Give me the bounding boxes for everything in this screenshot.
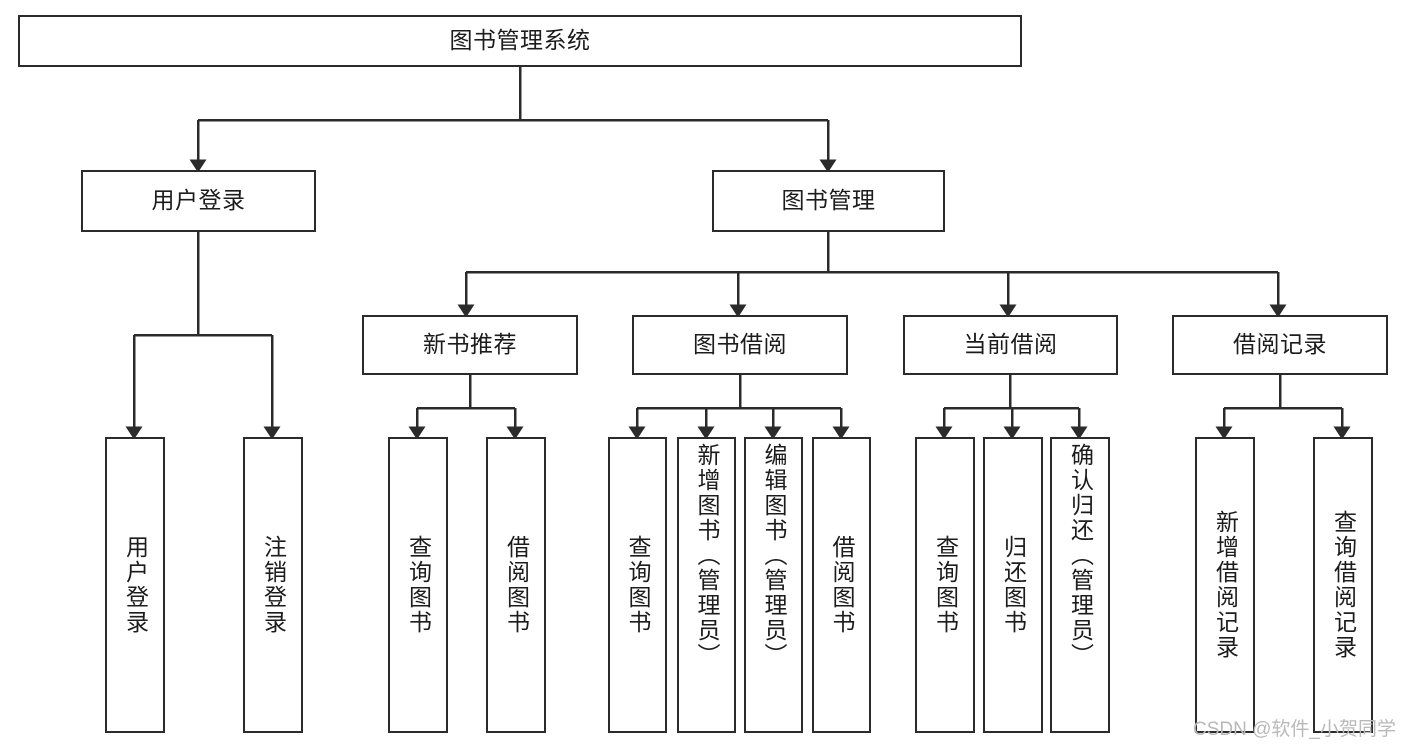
node-leaf-add-book-admin[interactable]: 新增图书（管理员） <box>677 437 736 733</box>
node-label-leaf-confirm-return-admin: 确认归还（管理员） <box>1067 443 1094 668</box>
node-book-manage[interactable]: 图书管理 <box>712 170 945 232</box>
node-borrow-record[interactable]: 借阅记录 <box>1172 315 1388 375</box>
node-label-root: 图书管理系统 <box>449 27 591 54</box>
node-leaf-edit-book-admin[interactable]: 编辑图书（管理员） <box>744 437 803 733</box>
node-book-borrow[interactable]: 图书借阅 <box>632 315 848 375</box>
node-label-leaf-borrow-book-rec: 借阅图书 <box>503 535 530 635</box>
node-label-leaf-query-book-rec: 查询图书 <box>405 535 432 635</box>
node-leaf-confirm-return-admin[interactable]: 确认归还（管理员） <box>1050 437 1110 733</box>
node-current-borrow[interactable]: 当前借阅 <box>903 315 1118 375</box>
node-leaf-borrow-book-rec[interactable]: 借阅图书 <box>486 437 546 733</box>
node-leaf-query-borrow-record[interactable]: 查询借阅记录 <box>1313 437 1373 733</box>
node-label-leaf-query-book-borrow: 查询图书 <box>625 535 651 635</box>
node-label-leaf-return-book: 归还图书 <box>1000 535 1027 635</box>
node-label-book-manage: 图书管理 <box>781 187 876 214</box>
node-label-current-borrow: 当前借阅 <box>963 331 1058 358</box>
node-label-user-login: 用户登录 <box>151 187 246 214</box>
node-user-login[interactable]: 用户登录 <box>81 170 316 232</box>
connector-lines <box>125 67 1351 440</box>
node-label-leaf-edit-book-admin: 编辑图书（管理员） <box>761 443 787 668</box>
node-label-leaf-user-login: 用户登录 <box>122 535 149 635</box>
node-label-leaf-logout: 注销登录 <box>260 535 287 635</box>
node-leaf-borrow-book[interactable]: 借阅图书 <box>812 437 871 733</box>
node-label-leaf-query-borrow-record: 查询借阅记录 <box>1330 510 1357 660</box>
node-new-book-recommend[interactable]: 新书推荐 <box>362 315 578 375</box>
node-root[interactable]: 图书管理系统 <box>18 15 1022 67</box>
node-label-leaf-add-book-admin: 新增图书（管理员） <box>694 443 720 668</box>
watermark-text: CSDN @软件_小贺同学 <box>1193 719 1396 740</box>
node-leaf-return-book[interactable]: 归还图书 <box>983 437 1043 733</box>
node-leaf-query-book-borrow[interactable]: 查询图书 <box>608 437 667 733</box>
node-leaf-logout[interactable]: 注销登录 <box>243 437 303 733</box>
node-leaf-user-login[interactable]: 用户登录 <box>105 437 165 733</box>
node-label-borrow-record: 借阅记录 <box>1233 331 1327 358</box>
node-leaf-query-book-rec[interactable]: 查询图书 <box>388 437 448 733</box>
node-label-new-book-recommend: 新书推荐 <box>423 331 517 358</box>
node-label-leaf-add-borrow-record: 新增借阅记录 <box>1212 510 1239 660</box>
node-leaf-query-book-cur[interactable]: 查询图书 <box>915 437 975 733</box>
node-label-leaf-borrow-book: 借阅图书 <box>829 535 855 635</box>
node-label-book-borrow: 图书借阅 <box>693 331 787 358</box>
node-label-leaf-query-book-cur: 查询图书 <box>932 535 959 635</box>
node-leaf-add-borrow-record[interactable]: 新增借阅记录 <box>1195 437 1255 733</box>
